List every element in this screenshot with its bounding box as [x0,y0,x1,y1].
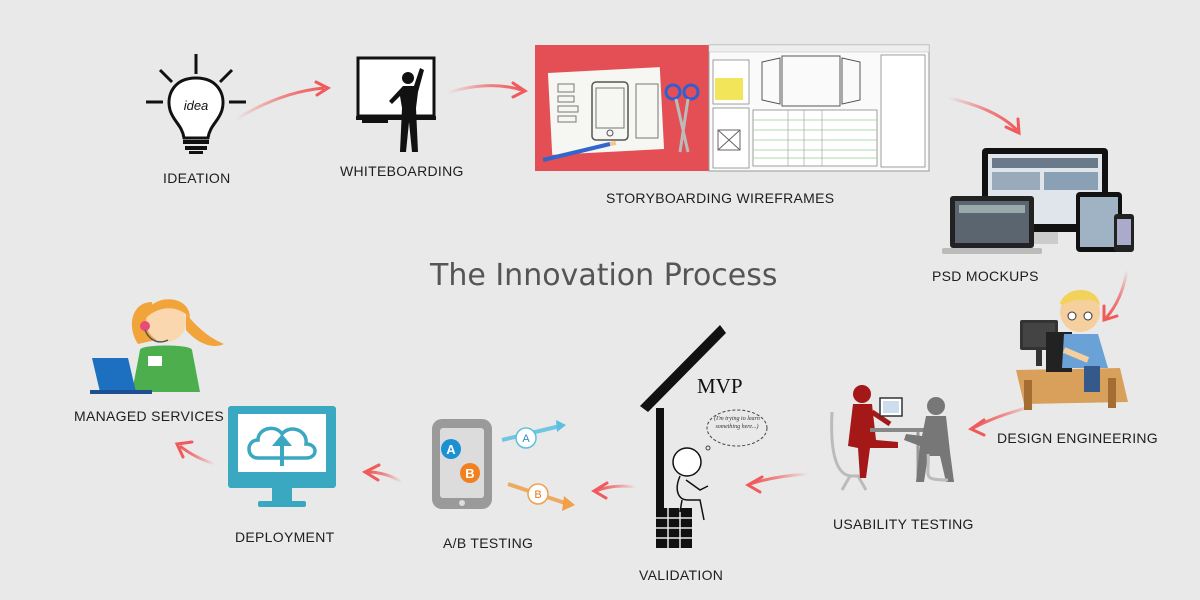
ab-letter-a-phone: A [446,442,456,457]
usability-test-icon [830,385,954,491]
lightbulb-icon: idea [146,54,246,154]
label-design-engineering: DESIGN ENGINEERING [997,430,1158,446]
support-agent-icon [90,299,224,394]
label-managed-services: MANAGED SERVICES [74,408,225,424]
developer-icon [1016,290,1128,410]
devices-icon [942,148,1134,254]
label-validation: VALIDATION [639,567,724,583]
label-ideation: IDEATION [163,170,231,186]
flow-arrow-2 [446,81,528,99]
mvp-icon [640,325,768,548]
ab-letter-b-arrow: B [534,489,541,501]
brick-wall [656,508,692,548]
ab-letter-a-arrow: A [522,433,530,445]
mvp-speech-bubble: (I'm trying to learn something here...) [714,416,760,430]
ab-testing-icon: A B A B [432,419,575,511]
mvp-label: MVP [697,374,743,398]
flow-arrow-3 [947,96,1021,136]
page-title: The Innovation Process [430,258,778,293]
label-storyboarding: STORYBOARDING WIREFRAMES [606,190,835,206]
label-ab-testing: A/B TESTING [443,535,534,551]
label-psd-mockups: PSD MOCKUPS [932,268,1039,284]
flow-arrow-7 [591,481,637,500]
flow-arrow-9 [174,440,216,466]
flow-arrow-6 [745,472,809,494]
ab-letter-b-phone: B [465,466,474,481]
label-whiteboarding: WHITEBOARDING [340,163,464,179]
idea-text: idea [184,98,209,113]
label-deployment: DEPLOYMENT [235,529,335,545]
wireframe-icon [535,44,930,172]
whiteboard-icon [356,56,436,152]
flow-arrow-4 [1102,269,1129,323]
label-usability-testing: USABILITY TESTING [833,516,974,532]
flow-arrow-1 [234,80,332,122]
flow-arrow-8 [361,463,403,484]
cloud-upload-icon [228,406,336,507]
